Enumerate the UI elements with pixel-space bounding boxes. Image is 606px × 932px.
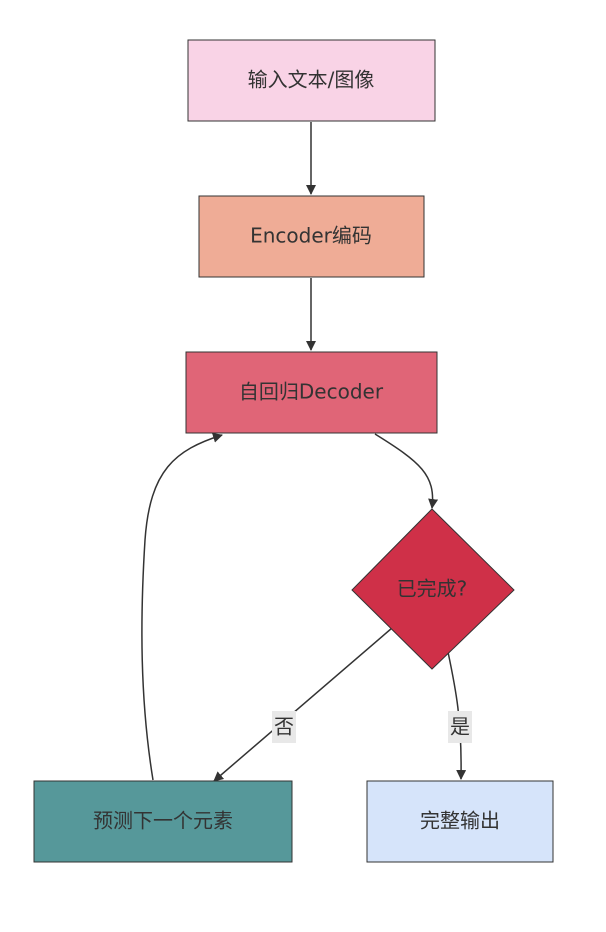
node-output-label: 完整输出 [420, 809, 500, 833]
edge-label-yes: 是 [448, 711, 472, 743]
edge-check-to-predict [213, 627, 393, 782]
edge-label-no-bg [272, 711, 296, 743]
node-input-box [187, 39, 436, 122]
edge-label-yes-text: 是 [450, 715, 470, 739]
node-check-diamond [351, 508, 515, 670]
node-decoder-label: 自回归Decoder [239, 380, 384, 404]
edge-decoder-to-check [374, 433, 439, 509]
node-encoder-label: Encoder编码 [250, 224, 372, 248]
node-check-label: 已完成? [397, 577, 468, 601]
edge-predict-to-decoder [141, 432, 223, 781]
edge-check-to-output [447, 651, 467, 780]
node-encoder: Encoder编码 [198, 195, 425, 278]
edge-label-yes-bg [448, 711, 472, 743]
node-encoder-box [198, 195, 425, 278]
node-input: 输入文本/图像 [187, 39, 436, 122]
node-decoder: 自回归Decoder [185, 351, 438, 434]
node-predict-label: 预测下一个元素 [93, 809, 233, 833]
node-check: 已完成? [351, 508, 515, 670]
edge-label-no-text: 否 [274, 715, 294, 739]
node-output: 完整输出 [366, 780, 554, 863]
edge-label-no: 否 [272, 711, 296, 743]
node-output-box [366, 780, 554, 863]
node-decoder-box [185, 351, 438, 434]
node-predict-box [33, 780, 293, 863]
node-predict: 预测下一个元素 [33, 780, 293, 863]
node-input-label: 输入文本/图像 [248, 68, 375, 92]
edges [141, 122, 467, 782]
